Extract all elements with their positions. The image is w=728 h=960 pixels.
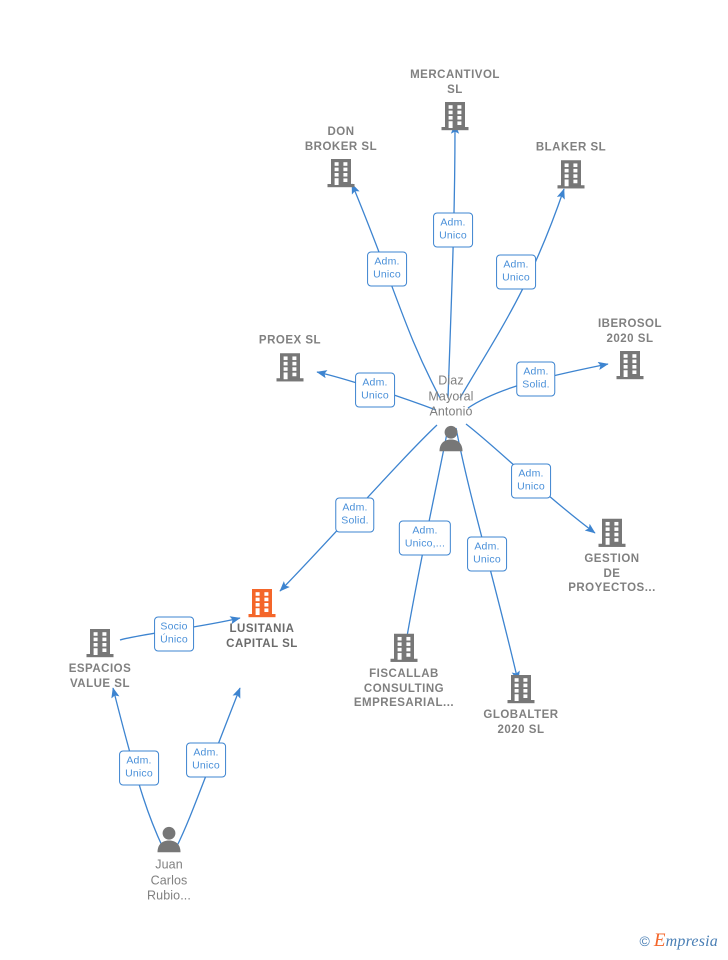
graph-node-don-broker[interactable]: DON BROKER SL	[281, 125, 401, 189]
graph-node-espacios-value[interactable]: ESPACIOS VALUE SL	[40, 627, 160, 691]
graph-node-gestion-proyectos[interactable]: GESTION DE PROYECTOS...	[552, 517, 672, 596]
person-icon[interactable]	[436, 423, 466, 453]
graph-node-lusitania-capital[interactable]: LUSITANIA CAPITAL SL	[202, 587, 322, 651]
building-icon[interactable]	[597, 517, 627, 549]
node-label-lusitania-capital: LUSITANIA CAPITAL SL	[226, 623, 298, 650]
graph-edge-e-juan-lusitania[interactable]	[175, 687, 241, 849]
graph-edge-e-diaz-don-broker[interactable]	[351, 183, 441, 399]
node-label-espacios-value: ESPACIOS VALUE SL	[68, 663, 132, 690]
graph-edge-e-juan-espacios[interactable]	[111, 687, 164, 849]
edge-label-e-diaz-mercantivol[interactable]: Adm. Unico	[433, 212, 473, 248]
person-icon[interactable]	[154, 824, 184, 854]
building-icon[interactable]	[85, 627, 115, 659]
brand-name: Empresia	[654, 930, 718, 952]
node-label-gestion-proyectos: GESTION DE PROYECTOS...	[568, 552, 656, 594]
building-icon[interactable]	[440, 100, 470, 132]
edge-label-e-diaz-gestion[interactable]: Adm. Unico	[511, 463, 551, 499]
brand-remainder: mpresia	[665, 933, 718, 950]
node-label-blaker: BLAKER SL	[535, 141, 607, 154]
node-label-proex: PROEX SL	[258, 334, 322, 347]
node-label-fiscallab: FISCALLAB CONSULTING EMPRESARIAL...	[353, 667, 455, 709]
graph-node-blaker[interactable]: BLAKER SL	[511, 140, 631, 190]
building-icon[interactable]	[275, 351, 305, 383]
edge-label-e-diaz-don-broker[interactable]: Adm. Unico	[367, 251, 407, 287]
node-label-diaz-mayoral: Diaz Mayoral Antonio	[428, 373, 474, 419]
graph-edge-e-diaz-blaker[interactable]	[459, 188, 565, 399]
building-icon[interactable]	[556, 158, 586, 190]
graph-node-proex[interactable]: PROEX SL	[230, 333, 350, 383]
copyright-symbol: ©	[639, 933, 650, 949]
node-label-mercantivol: MERCANTIVOL SL	[410, 69, 500, 96]
node-label-juan-carlos-rubio: Juan Carlos Rubio...	[147, 857, 191, 903]
building-icon[interactable]	[389, 632, 419, 664]
graph-node-juan-carlos-rubio[interactable]: Juan Carlos Rubio...	[109, 824, 229, 904]
brand-initial: E	[653, 930, 666, 951]
edge-label-e-espacios-lusitania[interactable]: Socio Único	[154, 616, 194, 652]
edge-label-e-diaz-proex[interactable]: Adm. Unico	[355, 372, 395, 408]
graph-edge-e-diaz-mercantivol[interactable]	[447, 123, 460, 399]
edge-label-e-juan-espacios[interactable]: Adm. Unico	[119, 750, 159, 786]
building-icon[interactable]	[247, 587, 277, 619]
graph-node-fiscallab[interactable]: FISCALLAB CONSULTING EMPRESARIAL...	[344, 632, 464, 711]
graph-node-globalter[interactable]: GLOBALTER 2020 SL	[461, 673, 581, 737]
edge-label-e-juan-lusitania[interactable]: Adm. Unico	[186, 742, 226, 778]
node-label-globalter: GLOBALTER 2020 SL	[483, 709, 559, 736]
empresia-watermark: © Empresia	[639, 930, 718, 952]
building-icon[interactable]	[326, 157, 356, 189]
node-label-don-broker: DON BROKER SL	[304, 126, 378, 153]
building-icon[interactable]	[506, 673, 536, 705]
edge-label-e-diaz-fiscallab[interactable]: Adm. Unico,...	[398, 520, 452, 556]
edge-label-e-diaz-lusitania[interactable]: Adm. Solid.	[335, 497, 375, 533]
building-icon[interactable]	[615, 349, 645, 381]
graph-node-diaz-mayoral[interactable]: Diaz Mayoral Antonio	[391, 373, 511, 453]
edge-label-e-diaz-blaker[interactable]: Adm. Unico	[496, 254, 536, 290]
node-label-iberosol: IBEROSOL 2020 SL	[597, 318, 663, 345]
edge-label-e-diaz-globalter[interactable]: Adm. Unico	[467, 536, 507, 572]
graph-node-iberosol[interactable]: IBEROSOL 2020 SL	[570, 317, 690, 381]
graph-node-mercantivol[interactable]: MERCANTIVOL SL	[395, 68, 515, 132]
edge-label-e-diaz-iberosol[interactable]: Adm. Solid.	[516, 361, 556, 397]
